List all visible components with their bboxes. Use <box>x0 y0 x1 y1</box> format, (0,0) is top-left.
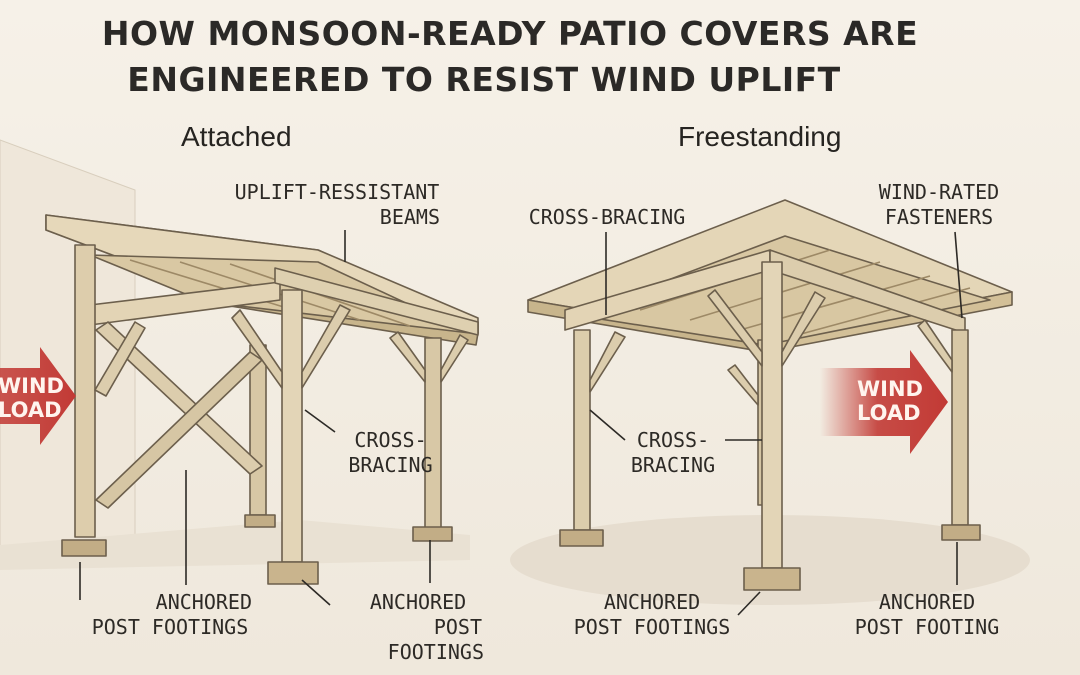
uplift-beams-label: UPLIFT-RESSISTANT BEAMS <box>234 180 440 229</box>
title-line-1: HOW MONSOON-READY PATIO COVERS ARE <box>101 14 919 53</box>
freestanding-wind-arrow <box>820 350 948 454</box>
freestanding-anchored-footing-right-label: ANCHORED POST FOOTING <box>854 590 1000 639</box>
attached-heading: Attached <box>181 121 292 152</box>
wind-rated-fasteners-label: WIND-RATED FASTENERS <box>878 180 1000 229</box>
freestanding-cross-bracing-mid-label: CROSS- BRACING <box>630 428 716 477</box>
attached-wind-load-label: WIND LOAD <box>0 374 64 422</box>
freestanding-cross-bracing-top-label: CROSS-BRACING <box>528 205 686 229</box>
freestanding-structure <box>527 199 1013 591</box>
leader-lines <box>79 230 963 616</box>
attached-anchored-footings-left-label: ANCHORED POST FOOTINGS <box>91 590 252 639</box>
attached-structure <box>45 214 479 585</box>
freestanding-wind-load-label: WIND LOAD <box>857 377 923 425</box>
title-line-2: ENGINEERED TO RESIST WIND UPLIFT <box>127 60 841 99</box>
attached-cross-bracing-label: CROSS- BRACING <box>348 428 433 477</box>
freestanding-anchored-footings-left-label: ANCHORED POST FOOTINGS <box>573 590 731 639</box>
attached-wind-arrow <box>0 347 76 445</box>
freestanding-heading: Freestanding <box>678 121 842 152</box>
attached-anchored-footings-right-label: ANCHORED POST FOOTINGS <box>369 590 484 664</box>
